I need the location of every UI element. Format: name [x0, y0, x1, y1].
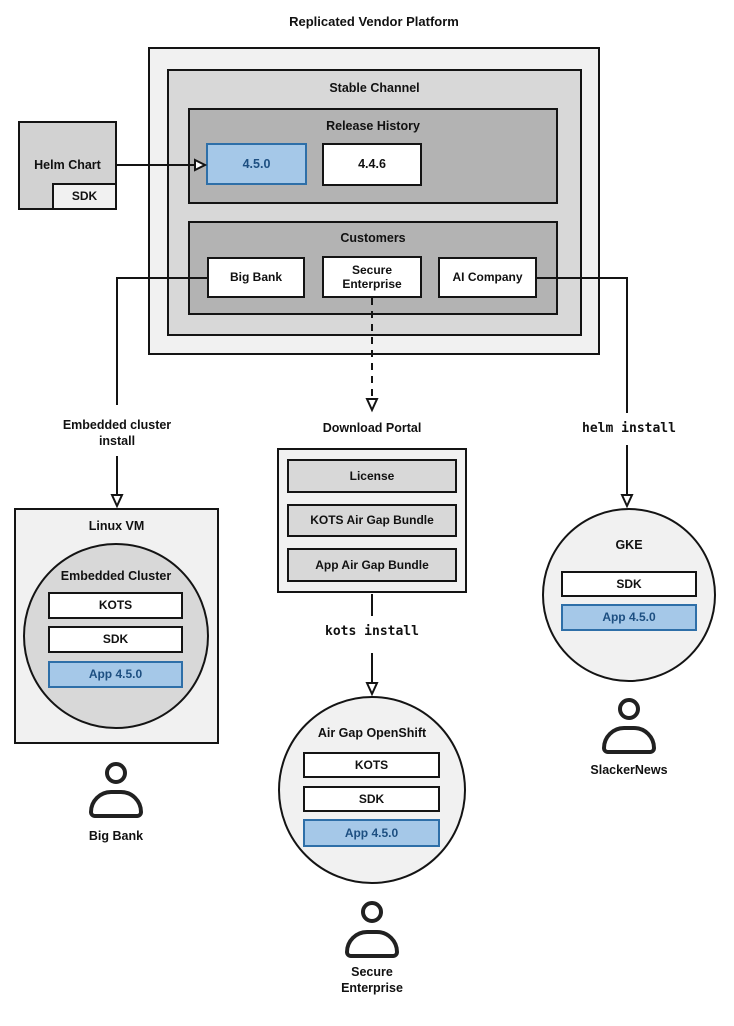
embedded-cluster-install-label: Embedded cluster install [62, 418, 172, 449]
diagram-title: Replicated Vendor Platform [289, 14, 459, 29]
openshift-sdk: SDK [303, 786, 440, 812]
openshift-app: App 4.5.0 [303, 819, 440, 847]
arrowhead-into-linux-vm [110, 494, 124, 509]
airgap-openshift-label: Air Gap OpenShift [317, 726, 427, 740]
embedded-cluster-kots: KOTS [48, 592, 183, 619]
customer-secure-enterprise: Secure Enterprise [322, 256, 422, 298]
download-portal-label: Download Portal [322, 421, 422, 435]
embedded-cluster-sdk: SDK [48, 626, 183, 653]
customer-ai-company: AI Company [438, 257, 537, 298]
gke-sdk: SDK [561, 571, 697, 597]
helm-chart-sdk-box: SDK [52, 183, 117, 210]
arrowhead-into-download-portal [365, 398, 379, 413]
gke-label: GKE [615, 538, 643, 552]
gke-app: App 4.5.0 [561, 604, 697, 631]
secure-enterprise-user-icon-body [345, 930, 399, 958]
arrowhead-into-gke [620, 494, 634, 509]
openshift-kots: KOTS [303, 752, 440, 778]
portal-item-app-airgap-bundle: App Air Gap Bundle [287, 548, 457, 582]
big-bank-user-icon [105, 762, 127, 784]
customer-big-bank: Big Bank [207, 257, 305, 298]
slackernews-user-label: SlackerNews [590, 763, 668, 777]
stable-channel-label: Stable Channel [329, 81, 420, 95]
big-bank-user-label: Big Bank [88, 829, 144, 843]
secure-enterprise-user-icon [361, 901, 383, 923]
helm-install-label: helm install [582, 421, 676, 436]
linux-vm-label: Linux VM [88, 519, 145, 533]
kots-install-label: kots install [325, 624, 419, 639]
embedded-cluster-app: App 4.5.0 [48, 661, 183, 688]
embedded-cluster-label: Embedded Cluster [60, 569, 172, 583]
portal-item-kots-airgap-bundle: KOTS Air Gap Bundle [287, 504, 457, 537]
slackernews-user-icon [618, 698, 640, 720]
release-4-5-0: 4.5.0 [206, 143, 307, 185]
big-bank-user-icon-body [89, 790, 143, 818]
helm-chart-label: Helm Chart [34, 158, 101, 172]
slackernews-user-icon-body [602, 726, 656, 754]
release-history-label: Release History [326, 119, 420, 133]
customers-label: Customers [340, 231, 406, 245]
secure-enterprise-user-label: Secure Enterprise [341, 965, 403, 996]
release-4-4-6: 4.4.6 [322, 143, 422, 186]
portal-item-license: License [287, 459, 457, 493]
arrowhead-into-openshift [365, 682, 379, 697]
